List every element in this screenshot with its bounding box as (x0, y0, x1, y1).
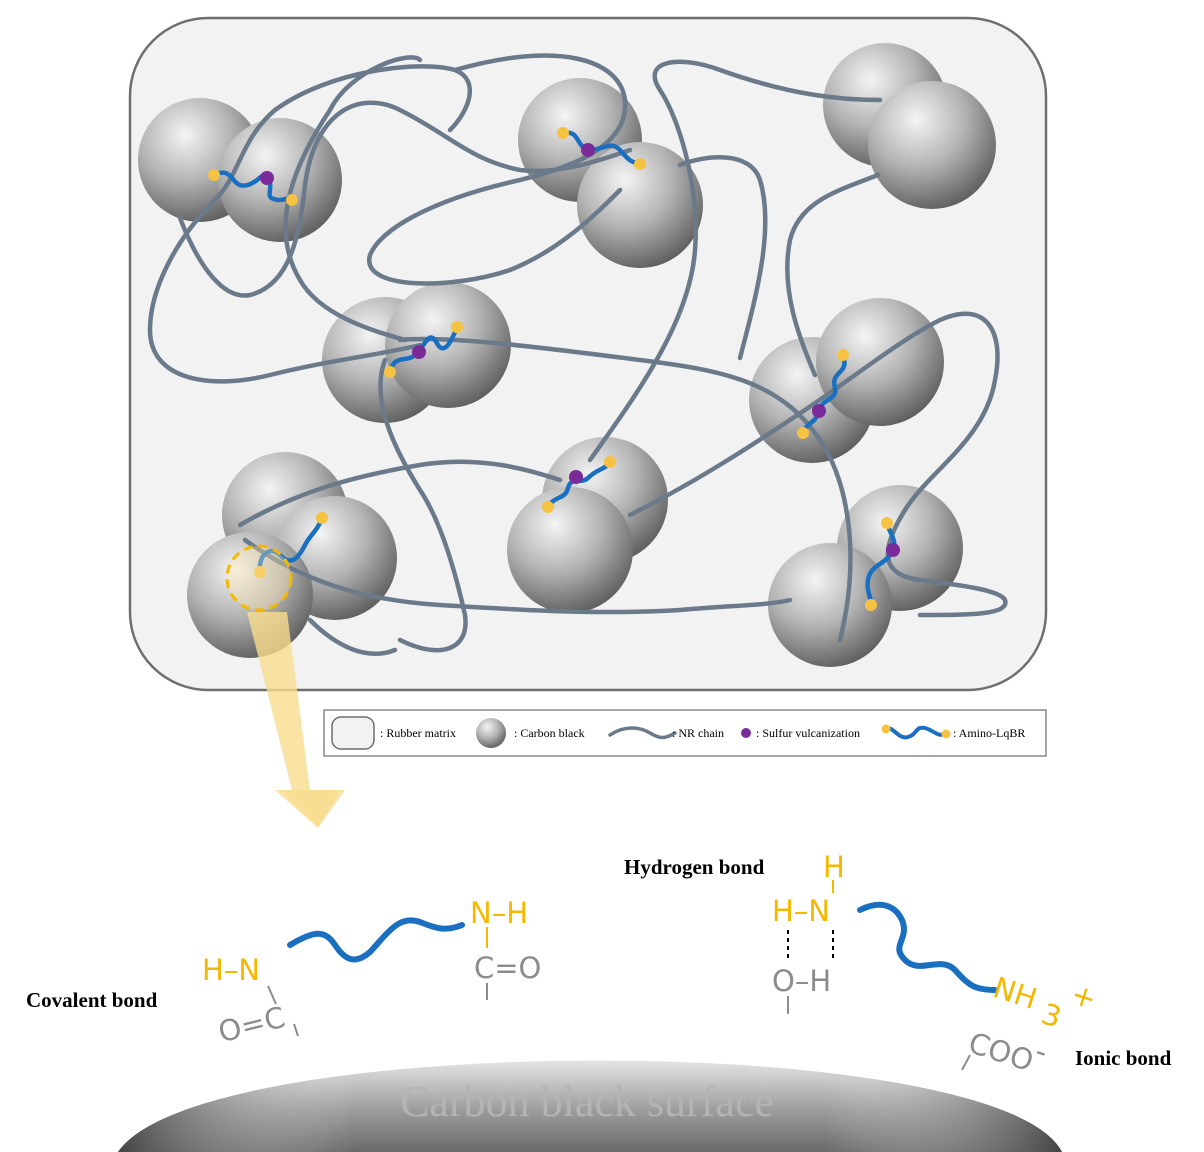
amino-chain-hyd (857, 901, 998, 993)
sulfur-point (886, 543, 900, 557)
hydrogen-bond-label: Hydrogen bond (624, 855, 765, 879)
nr-chain (237, 459, 563, 528)
chem-co-right: C=O (474, 951, 541, 985)
nr-chain (147, 64, 473, 333)
legend-carbon-black: : Carbon black (514, 726, 585, 740)
ionic-bond-label: Ionic bond (1075, 1046, 1172, 1070)
amino-lqbr-chain (208, 169, 298, 206)
nr-chain (242, 537, 793, 615)
nr-chain (367, 53, 628, 286)
nr-chain (587, 59, 883, 463)
carbon-black-particle (768, 543, 892, 667)
nr-chain (177, 100, 633, 298)
legend-sulfur: : Sulfur vulcanization (756, 726, 860, 740)
amino-lqbr-chain (542, 456, 616, 513)
nr-chain (397, 336, 853, 643)
bond-line (267, 985, 277, 1005)
amino-chain-cov (287, 917, 465, 963)
chem-hn-left: H–N (202, 953, 260, 987)
legend: : Rubber matrix : Carbon black : NR chai… (323, 709, 1047, 757)
chem-oc-left: O=C (215, 1000, 289, 1049)
legend-nr-chain: : NR chain (672, 726, 724, 740)
legend-amino-swatch (881, 724, 951, 740)
amino-lqbr-chain (254, 512, 328, 578)
amino-lqbr-chain (557, 127, 646, 170)
legend-carbon-swatch (476, 718, 506, 748)
hydrogen-bond-group: Hydrogen bond H H–N O–H (624, 850, 998, 1014)
amino-lqbr-chain (865, 517, 900, 611)
nr-chain (147, 327, 423, 384)
chem-hn-hyd: H–N (772, 894, 830, 928)
nr-chains (147, 53, 1008, 656)
nr-chain (785, 172, 881, 378)
legend-amino-lqbr: : Amino-LqBR (953, 726, 1025, 740)
sulfur-point (569, 470, 583, 484)
legend-nr-swatch (608, 726, 677, 740)
amino-lqbr-chain (384, 321, 463, 378)
legend-sulfur-swatch (741, 728, 751, 738)
carbon-black-particle (577, 142, 703, 268)
carbon-black-surface: Carbon black surface (118, 1060, 1062, 1152)
sulfur-point (412, 345, 426, 359)
surface-title: Carbon black surface (400, 1077, 774, 1126)
chem-nh3-charge: + (1067, 977, 1101, 1017)
carbon-black-particles (138, 43, 996, 667)
legend-rubber-swatch (331, 716, 375, 750)
nr-chain (627, 311, 1008, 618)
nr-chain (677, 155, 768, 361)
zoom-highlight-circle (225, 544, 293, 612)
zoom-arrow-head (275, 790, 345, 828)
carbon-black-particle (218, 118, 342, 242)
nr-chain (378, 357, 468, 653)
legend-box (323, 709, 1047, 757)
zoom-arrow (247, 612, 340, 828)
chem-nh3: NH (989, 970, 1041, 1016)
legend-rubber-matrix: : Rubber matrix (380, 726, 456, 740)
carbon-black-particle (868, 81, 996, 209)
covalent-bond-label: Covalent bond (26, 988, 158, 1012)
chem-h-top: H (823, 850, 845, 884)
ionic-bond-group: NH 3 + COO - Ionic bond (961, 970, 1172, 1078)
carbon-black-particle (507, 487, 633, 613)
sulfur-point (812, 404, 826, 418)
chem-oh: O–H (772, 964, 831, 998)
carbon-black-particle (816, 298, 944, 426)
bond-line (961, 1054, 971, 1071)
bond-line (293, 1023, 299, 1037)
sulfur-point (581, 143, 595, 157)
covalent-bond-group: Covalent bond H–N O=C N–H C=O (26, 896, 541, 1049)
nr-chain (307, 617, 398, 656)
amino-lqbr-chains (208, 127, 900, 611)
chem-coo: COO (964, 1025, 1037, 1078)
sulfur-point (260, 171, 274, 185)
amino-lqbr-chain (797, 349, 849, 439)
chem-nh-right: N–H (470, 896, 528, 930)
chem-nh3-subscript: 3 (1037, 996, 1065, 1034)
